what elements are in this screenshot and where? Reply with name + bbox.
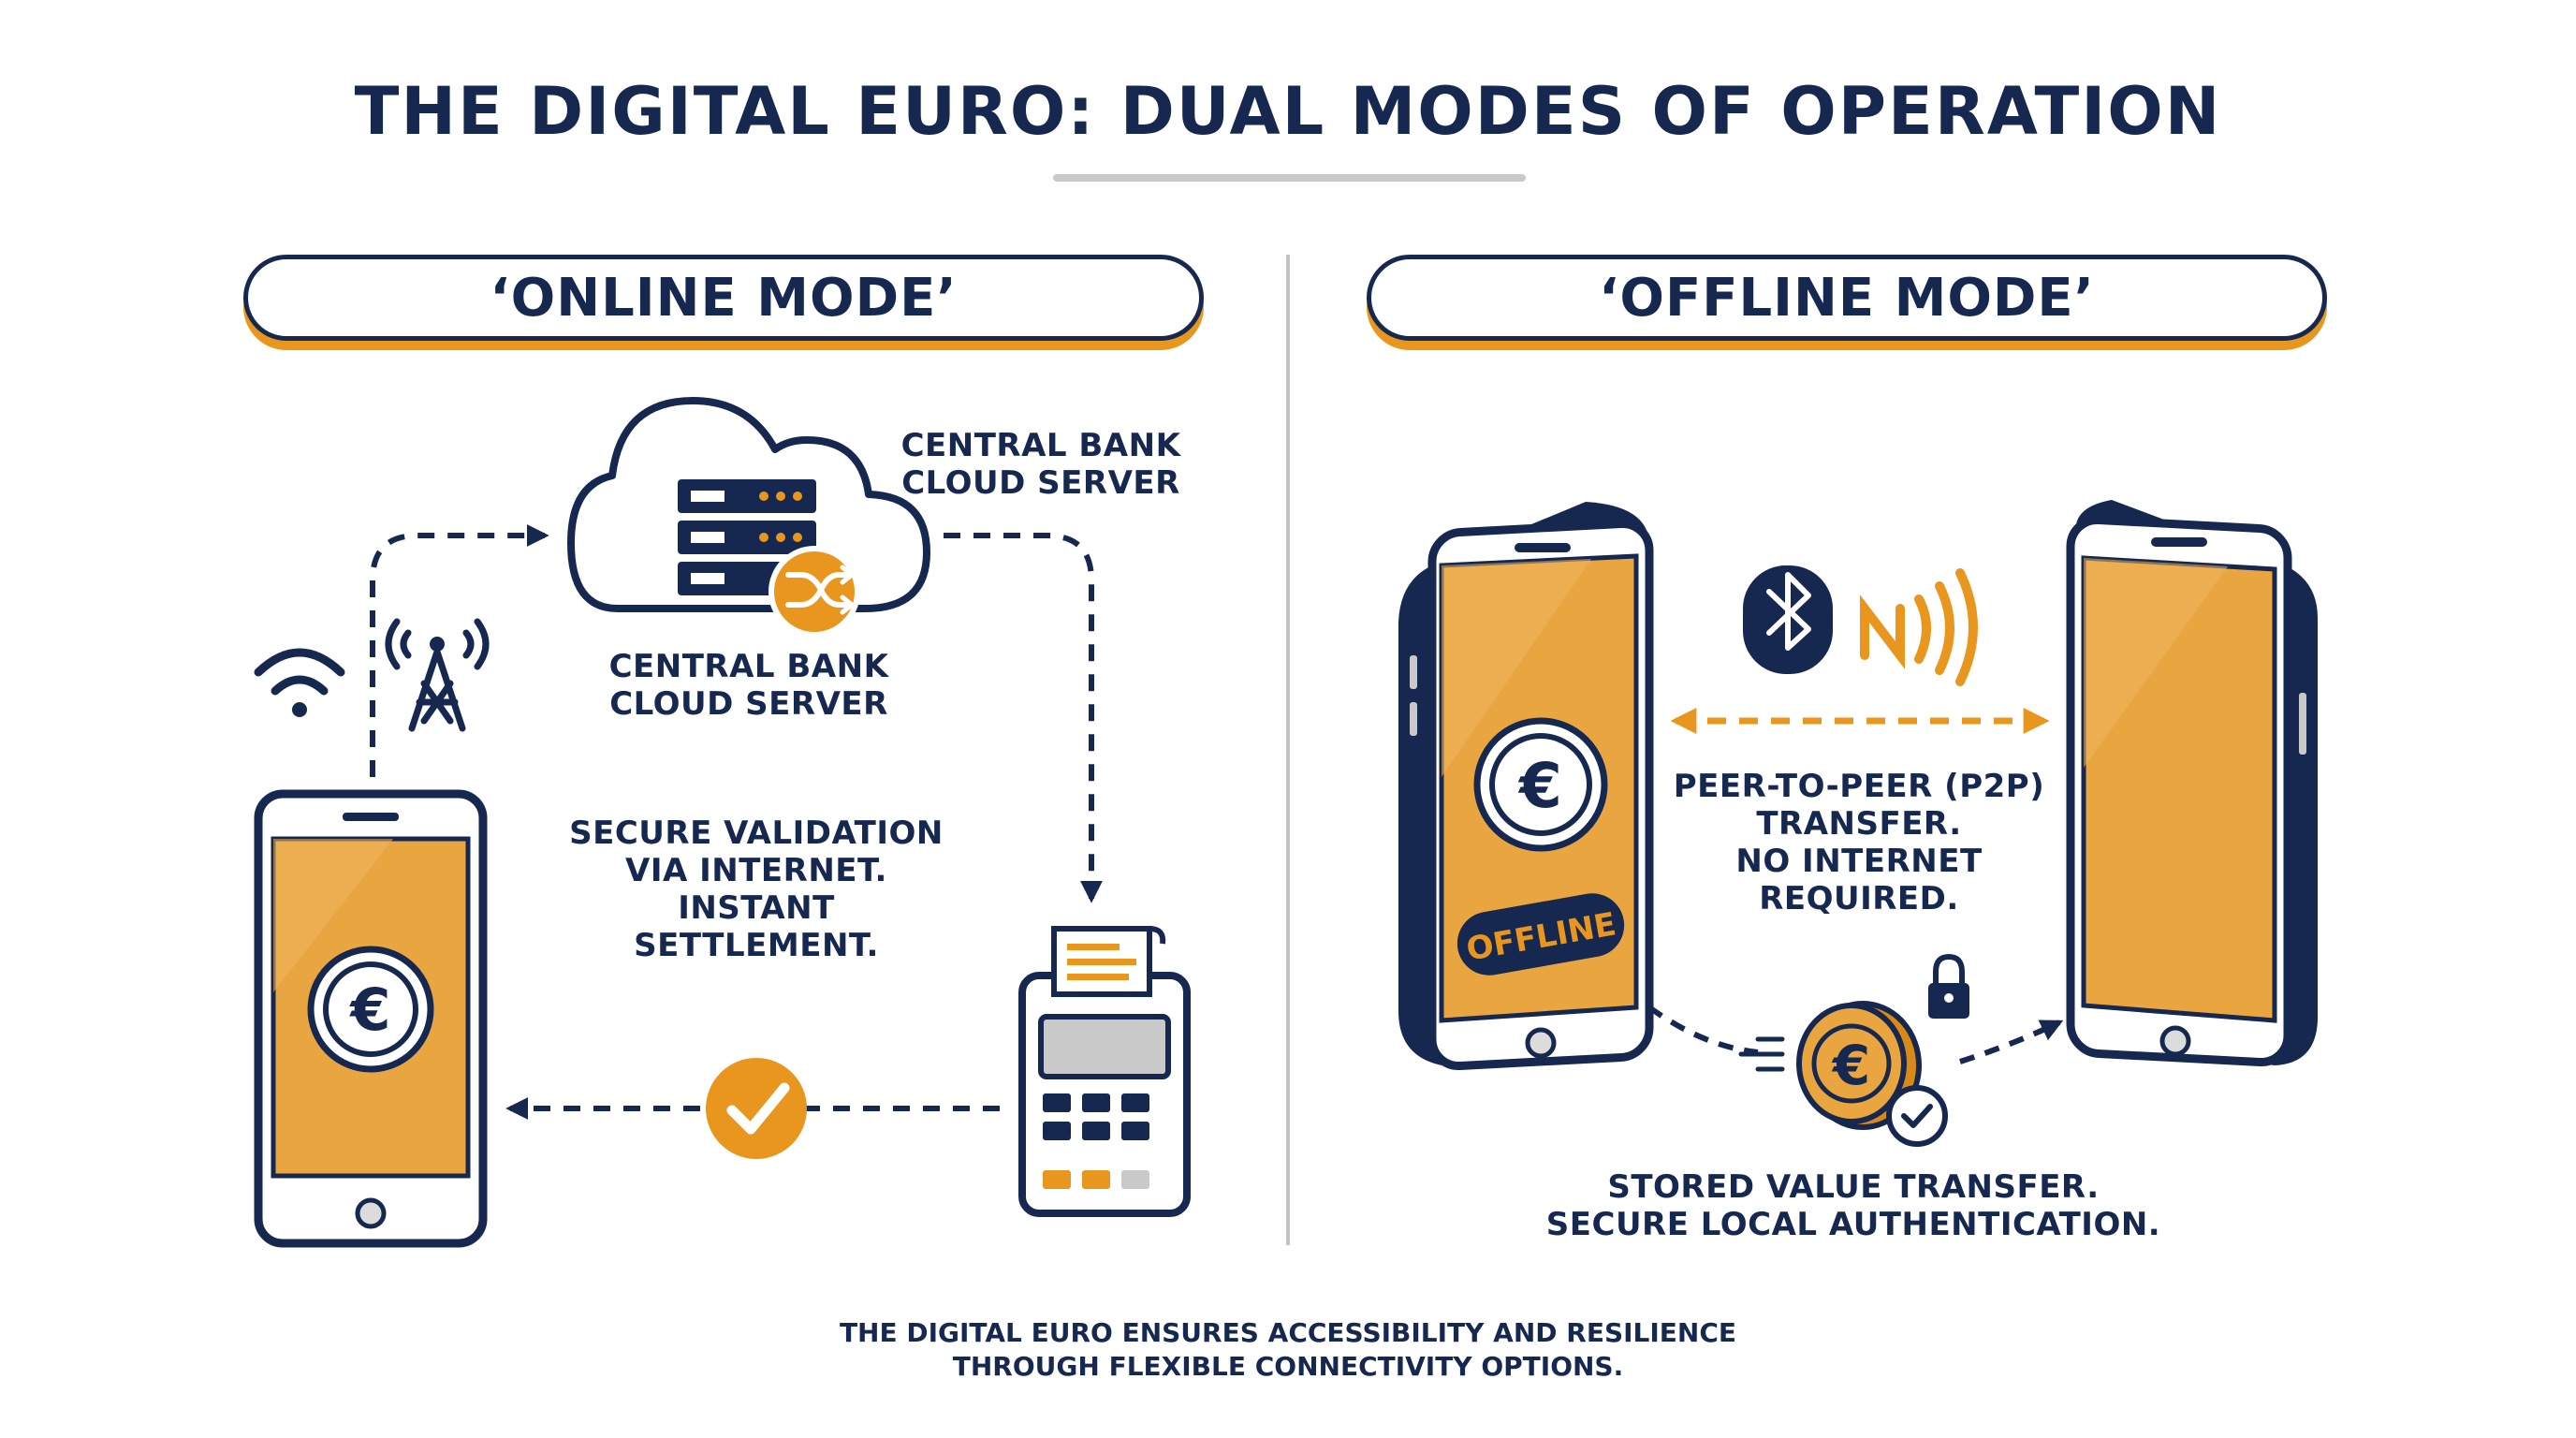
online-mode-heading: ‘ONLINE MODE’	[243, 255, 1204, 341]
center-divider	[1286, 255, 1290, 1245]
cloud-label-below: CENTRAL BANK CLOUD SERVER	[608, 648, 889, 723]
stored-value-arrow	[1959, 1020, 2064, 1064]
verified-check-icon	[1886, 1085, 1948, 1147]
coin-euro-symbol: €	[1831, 1034, 1870, 1097]
online-euro-symbol: €	[348, 976, 390, 1044]
connector-cloud-to-terminal	[944, 533, 1103, 903]
stored-value-caption: STORED VALUE TRANSFER. SECURE LOCAL AUTH…	[1545, 1168, 2161, 1243]
pos-terminal-icon	[1018, 926, 1191, 1217]
speed-lines	[1738, 1036, 1785, 1072]
page-title: THE DIGITAL EURO: DUAL MODES OF OPERATIO…	[354, 73, 2222, 150]
shuffle-icon	[768, 546, 860, 638]
footer-note: THE DIGITAL EURO ENSURES ACCESSIBILITY A…	[839, 1317, 1737, 1382]
p2p-caption: PEER-TO-PEER (P2P) TRANSFER. NO INTERNET…	[1673, 768, 2045, 917]
online-caption: SECURE VALIDATION VIA INTERNET. INSTANT …	[569, 814, 944, 964]
checkmark-icon	[706, 1058, 807, 1159]
offline-phone-right	[2066, 500, 2318, 1067]
offline-euro-symbol: €	[1517, 750, 1562, 822]
bluetooth-icon	[1743, 565, 1833, 674]
stored-value-path	[1647, 1005, 1759, 1055]
cell-tower-icon	[385, 618, 490, 732]
connector-phone-to-cloud	[370, 524, 549, 777]
title-underline	[1053, 174, 1526, 182]
wifi-icon	[254, 648, 345, 717]
cloud-label-top: CENTRAL BANK CLOUD SERVER	[900, 427, 1181, 502]
coin-icon: €	[1796, 1001, 1922, 1130]
offline-euro-coin: €	[1473, 717, 1608, 852]
lock-icon	[1928, 953, 1969, 1019]
offline-mode-heading: ‘OFFLINE MODE’	[1367, 255, 2327, 341]
nfc-icon	[1860, 568, 1978, 686]
online-euro-coin: €	[307, 946, 434, 1073]
